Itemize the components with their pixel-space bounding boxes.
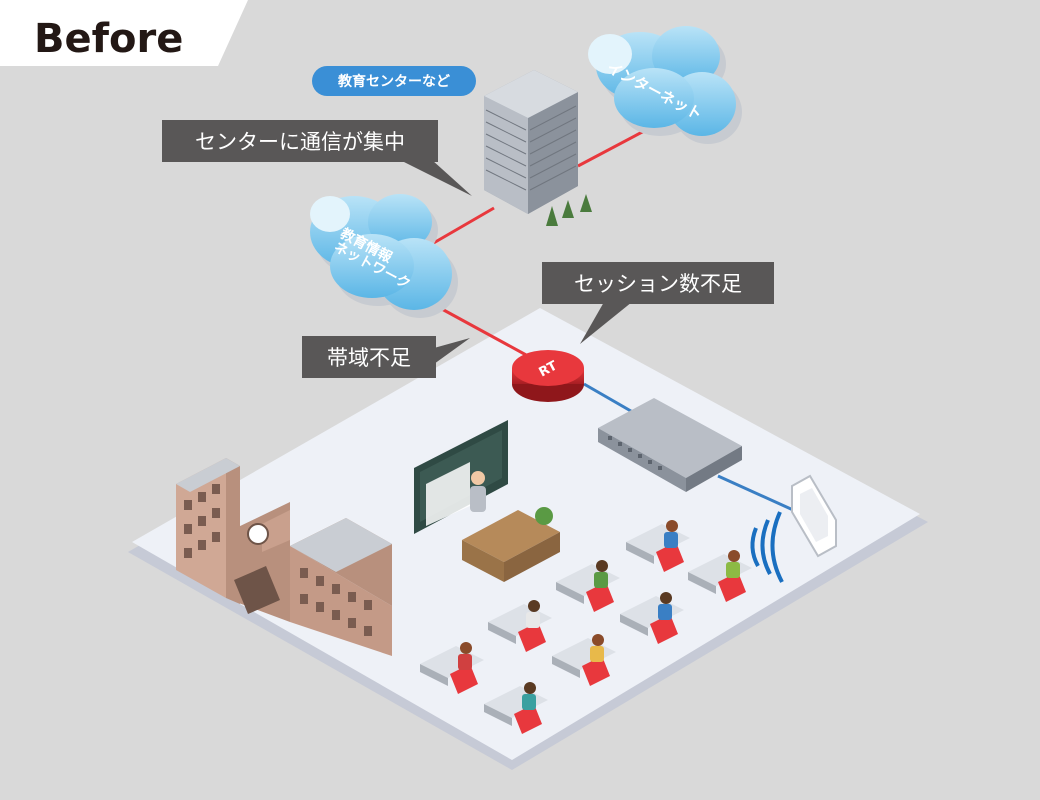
callout-center-concentration: センターに通信が集中 [162, 120, 472, 196]
student-desk [620, 592, 684, 644]
network-switch [598, 398, 742, 492]
edu-network-cloud: 教育情報 ネットワーク [310, 194, 458, 318]
before-label: Before [34, 16, 183, 62]
callout-bandwidth-shortage: 帯域不足 [302, 336, 470, 378]
internet-cloud: インターネット [588, 26, 742, 144]
wifi-waves-icon [750, 511, 784, 583]
student-desk [688, 550, 752, 602]
link-switch-to-ap [717, 474, 803, 516]
router: RT [512, 350, 584, 402]
student-desks [420, 520, 752, 734]
center-tag-label: 教育センターなど [338, 73, 450, 90]
link-center-to-internet [577, 128, 647, 168]
center-tag: 教育センターなど [312, 66, 476, 96]
student-desk [552, 634, 616, 686]
student-desk [556, 560, 620, 612]
access-point [791, 474, 837, 558]
student-desk [626, 520, 690, 572]
link-edu-net-to-router [439, 306, 529, 358]
center-building [484, 70, 592, 226]
student-desk [488, 600, 552, 652]
callout-center-concentration-text: センターに通信が集中 [195, 130, 405, 154]
classroom-front [414, 420, 560, 582]
student-desk [484, 682, 548, 734]
callout-session-shortage: セッション数不足 [542, 262, 774, 344]
before-badge: Before [0, 0, 248, 66]
student-desk [420, 642, 484, 694]
link-router-to-switch [583, 382, 637, 416]
school-building [176, 458, 392, 656]
callout-session-shortage-text: セッション数不足 [574, 272, 742, 296]
callout-bandwidth-shortage-text: 帯域不足 [327, 346, 411, 370]
